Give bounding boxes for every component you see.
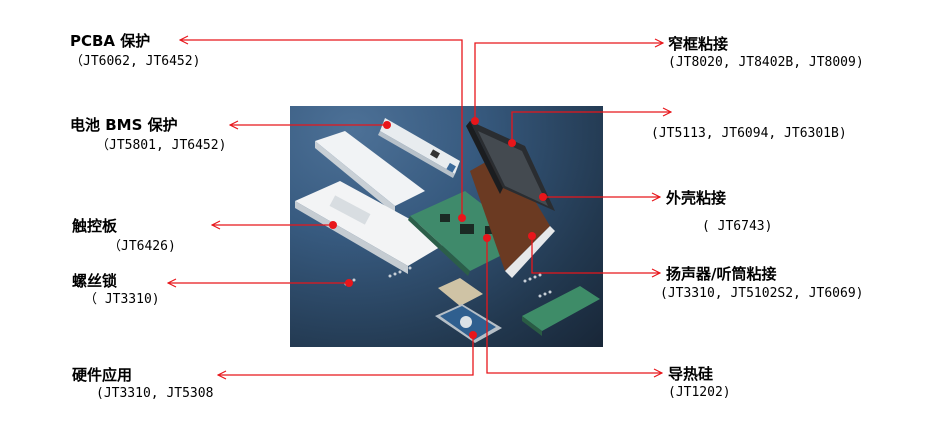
callout-narrow-frame: 窄框粘接 (JT8020, JT8402B, JT8009) [668,35,864,71]
callout-title: 导热硅 [668,365,714,383]
callout-hardware: 硬件应用 (JT3310, JT5308 [72,366,213,402]
callout-codes: （ JT3310) [84,292,160,307]
callout-title: PCBA 保护 [70,32,151,50]
hard-drive-part [435,304,502,343]
callout-screw: 螺丝锁 （ JT3310) [72,272,160,308]
callout-battery: 电池 BMS 保护 （JT5801, JT6452) [70,116,226,154]
callout-title: 触控板 [72,217,118,235]
laptop-exploded-photo [290,106,603,347]
display-part [466,121,555,211]
callout-codes: (JT3310, JT5308 [96,386,214,401]
callout-title: 螺丝锁 [72,272,118,290]
callout-title: 窄框粘接 [668,35,729,53]
callout-codes: （JT5801, JT6452) [96,138,227,153]
callout-speaker: 扬声器/听筒粘接 (JT3310, JT5102S2, JT6069) [660,265,864,302]
callout-codes: （JT6426) [108,239,176,254]
callout-codes: ( JT6743) [702,219,773,234]
wifi-card-part [438,278,483,306]
callout-codes: (JT5113, JT6094, JT6301B) [651,126,847,141]
callout-thermal: 导热硅 (JT1202) [668,365,731,401]
callout-codes: (JT1202) [668,385,731,400]
callout-codes: （JT6062, JT6452) [70,54,201,69]
callout-title: 扬声器/听筒粘接 [666,265,777,283]
callout-codes: (JT8020, JT8402B, JT8009) [668,55,864,70]
callout-title: 硬件应用 [72,366,133,384]
callout-title: 外壳粘接 [666,189,727,207]
callout-title: 电池 BMS 保护 [70,116,178,134]
callout-pcba: PCBA 保护 （JT6062, JT6452) [70,32,200,70]
callout-codes: (JT3310, JT5102S2, JT6069) [660,286,864,301]
callout-touchpad: 触控板 （JT6426) [72,217,176,255]
callout-screen: (JT5113, JT6094, JT6301B) [651,126,847,142]
callout-shell: 外壳粘接 ( JT6743) [666,189,772,235]
io-board-part [522,286,600,336]
